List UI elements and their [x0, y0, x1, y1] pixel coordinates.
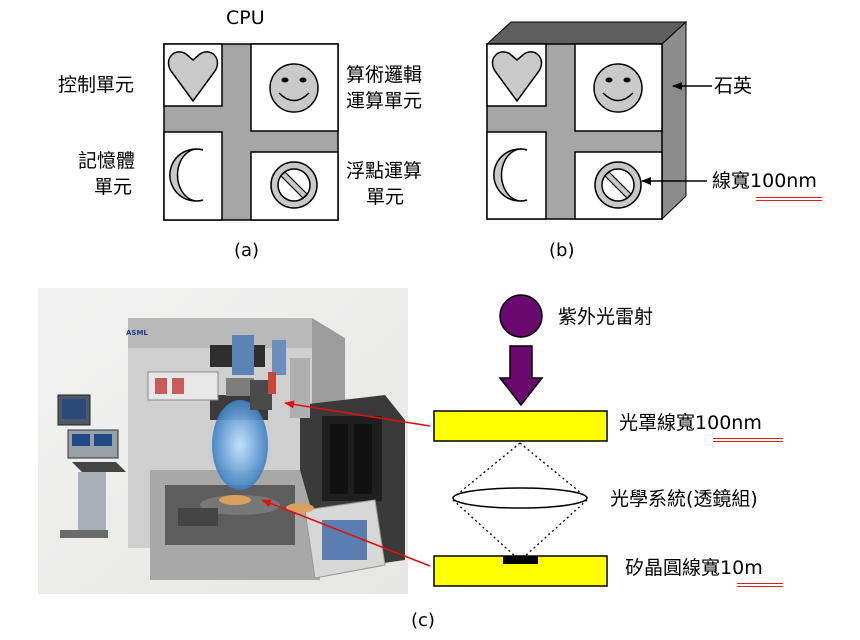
wafer-pattern — [503, 556, 538, 564]
uv-laser-label: 紫外光雷射 — [558, 306, 654, 328]
smiley-icon — [593, 63, 643, 113]
linewidth-underline — [756, 197, 822, 201]
asml-logo: ASML — [126, 329, 148, 337]
caption-c: (c) — [411, 610, 435, 631]
laser-source — [499, 294, 543, 338]
lens-group — [452, 487, 588, 509]
wafer-linewidth-value: 10m — [720, 557, 763, 579]
alu-label-line1: 算術邏輯 — [346, 64, 423, 86]
no-symbol-icon — [594, 161, 642, 209]
laser-beam-arrow — [498, 345, 544, 407]
smiley-icon — [269, 63, 319, 113]
mask-linewidth-value: 100nm — [695, 412, 762, 434]
wafer-pointer-arrow — [261, 499, 431, 567]
no-symbol-icon — [270, 161, 318, 209]
wafer-linewidth-prefix: 矽晶圓線寬 — [625, 557, 721, 579]
projection-schematic — [433, 294, 608, 587]
fpu-label-line2: 單元 — [366, 186, 405, 208]
lithography-machine-illustration: ASML — [38, 288, 431, 594]
wafer-linewidth-label: 矽晶圓線寬10m — [625, 555, 763, 581]
mask-linewidth-underline — [713, 438, 783, 442]
crescent-moon-icon — [493, 148, 528, 202]
photomask — [433, 410, 608, 442]
mask-linewidth-label: 光罩線寬100nm — [619, 410, 762, 436]
linewidth-label: 線寬100nm — [712, 168, 817, 194]
crescent-moon-icon — [169, 148, 204, 202]
caption-a: (a) — [234, 240, 260, 261]
linewidth-value: 100nm — [750, 170, 817, 192]
fpu-label-line1: 浮點運算 — [346, 160, 423, 182]
cpu-title: CPU — [226, 7, 265, 29]
cpu-chip-b — [485, 20, 712, 221]
linewidth-label-prefix: 線寬 — [712, 170, 751, 192]
alu-label-line2: 運算單元 — [346, 90, 423, 112]
optics-label: 光學系統(透鏡組) — [610, 488, 758, 510]
memory-label-line1: 記憶體 — [78, 150, 136, 172]
control-unit-label: 控制單元 — [58, 74, 135, 96]
cpu-chip-a — [163, 43, 339, 221]
mask-pointer-arrow — [284, 400, 431, 427]
caption-b: (b) — [549, 240, 575, 261]
heart-icon — [491, 51, 543, 103]
quartz-label: 石英 — [714, 75, 753, 97]
memory-label-line2: 單元 — [94, 176, 133, 198]
mask-linewidth-prefix: 光罩線寬 — [619, 412, 696, 434]
heart-icon — [167, 51, 219, 103]
wafer-linewidth-underline — [737, 583, 783, 587]
